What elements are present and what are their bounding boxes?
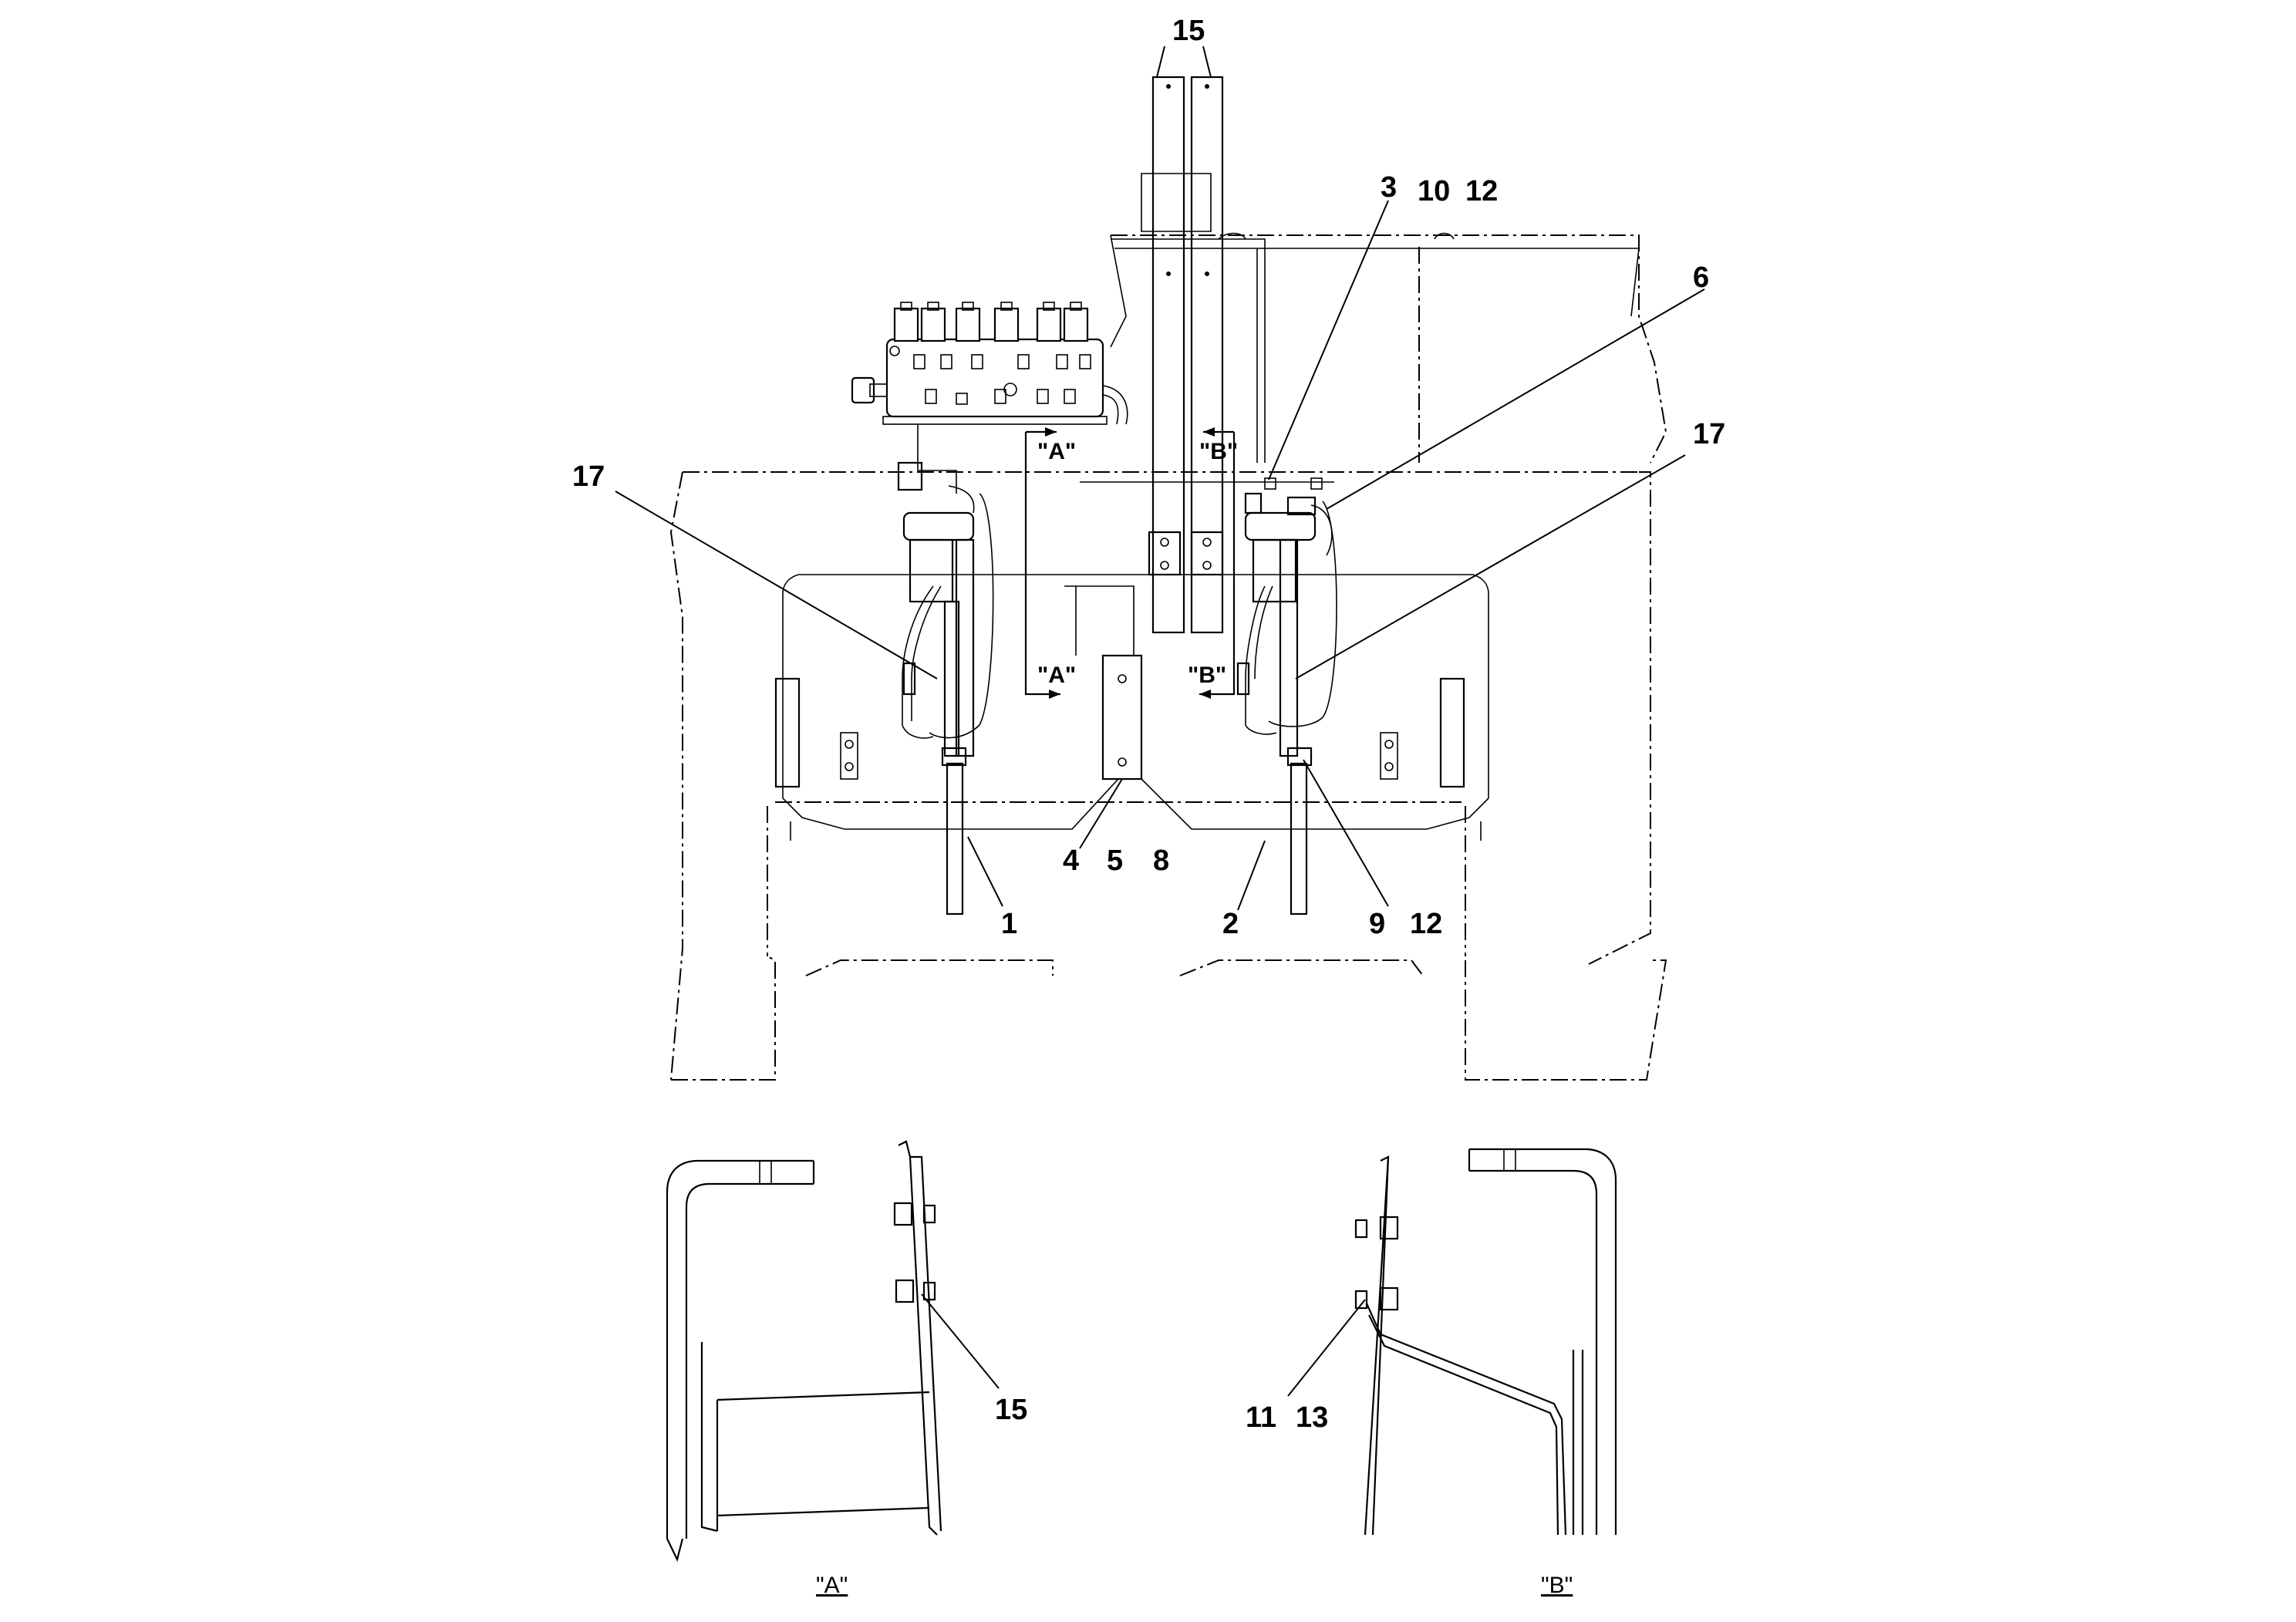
section-cut-lines: "A" "A" "B" "B" bbox=[1024, 427, 1238, 699]
seat-platform-plate bbox=[774, 574, 1489, 841]
callout-10: 10 bbox=[1418, 175, 1450, 207]
callout-1: 1 bbox=[1001, 908, 1017, 940]
vertical-posts bbox=[1141, 76, 1224, 634]
leader-lines bbox=[615, 46, 1705, 911]
callout-9: 9 bbox=[1369, 908, 1385, 940]
solenoid-coils bbox=[893, 302, 1089, 342]
detail-caption-a: "A" bbox=[816, 1573, 848, 1598]
callout-3: 3 bbox=[1381, 171, 1397, 204]
section-mark-b-bottom: "B" bbox=[1188, 663, 1226, 688]
section-mark-b-top: "B" bbox=[1199, 439, 1238, 464]
detail-caption-b: "B" bbox=[1541, 1573, 1573, 1598]
top-mount-bolts bbox=[1080, 477, 1334, 490]
section-mark-a-bottom: "A" bbox=[1037, 663, 1076, 688]
detail-view-a: 15 "A" bbox=[666, 1140, 1027, 1598]
chassis-outline bbox=[669, 234, 1667, 1081]
callout-12-top: 12 bbox=[1465, 175, 1498, 207]
valve-fittings bbox=[851, 346, 1128, 425]
callout-2: 2 bbox=[1222, 908, 1239, 940]
main-assembly-view: "A" "A" "B" "B" bbox=[572, 15, 1725, 1081]
callout-8: 8 bbox=[1153, 845, 1169, 877]
callout-17-left: 17 bbox=[572, 460, 605, 493]
section-mark-a-top: "A" bbox=[1037, 439, 1076, 464]
callout-numbers: 15 3 10 12 6 17 17 1 4 5 8 2 9 12 bbox=[572, 15, 1725, 940]
hydraulic-valve-block bbox=[851, 302, 1128, 425]
callout-13: 13 bbox=[1296, 1401, 1328, 1434]
right-cylinder bbox=[1236, 492, 1337, 916]
callout-15-top: 15 bbox=[1172, 15, 1205, 47]
callout-6: 6 bbox=[1693, 261, 1709, 294]
left-cylinder bbox=[897, 424, 994, 916]
callout-4: 4 bbox=[1063, 845, 1079, 877]
callout-11: 11 bbox=[1246, 1401, 1276, 1434]
upper-cab-structure bbox=[1110, 232, 1640, 463]
callout-15-detail-a: 15 bbox=[995, 1394, 1027, 1426]
callout-12-bottom: 12 bbox=[1410, 908, 1442, 940]
detail-view-b: 11 13 "B" bbox=[1246, 1148, 1617, 1598]
callout-5: 5 bbox=[1107, 845, 1123, 877]
callout-17-right: 17 bbox=[1693, 418, 1725, 450]
